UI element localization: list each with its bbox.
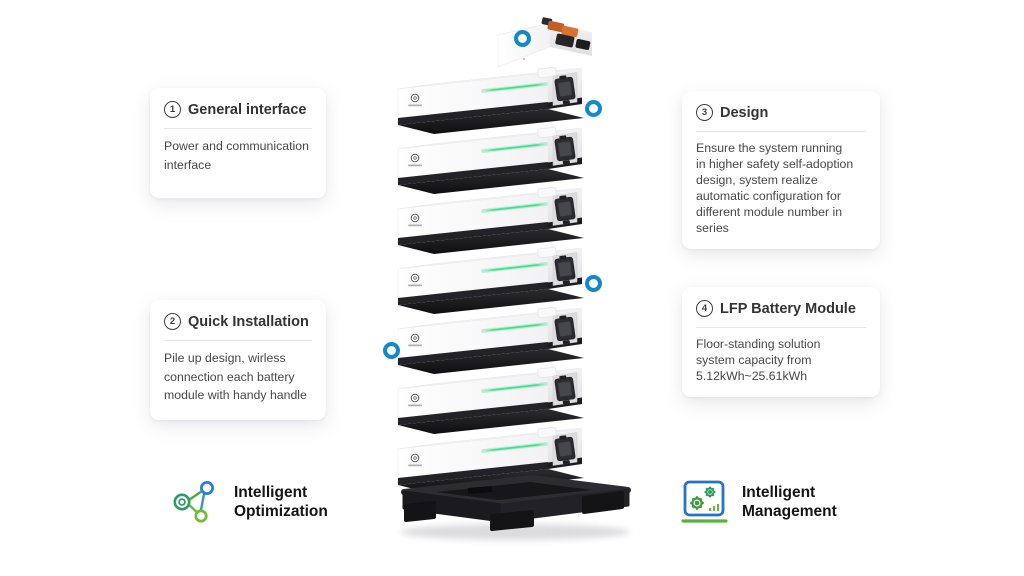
number-badge: 4 (696, 300, 713, 317)
network-nodes-icon (173, 481, 214, 523)
battery-module (396, 65, 586, 136)
top-controller-unit (497, 17, 593, 68)
card-title: 1 General interface (164, 101, 312, 118)
card-title: 4 LFP Battery Module (696, 300, 866, 317)
number-badge: 3 (696, 104, 713, 121)
battery-stack-illustration (380, 8, 640, 554)
feature-label: Intelligent Optimization (234, 484, 328, 520)
divider (696, 131, 866, 132)
card-title-text: LFP Battery Module (720, 300, 856, 317)
card-title-text: Quick Installation (188, 313, 309, 330)
battery-module (396, 185, 586, 256)
card-lfp-battery-module: 4 LFP Battery Module Floor-standing solu… (682, 287, 880, 397)
pallet-base (401, 475, 631, 531)
feature-intelligent-management: Intelligent Management (680, 478, 837, 526)
number-badge: 2 (164, 313, 181, 330)
power-terminals (541, 17, 591, 50)
card-design: 3 Design Ensure the system running in hi… (682, 91, 880, 249)
card-quick-installation: 2 Quick Installation Pile up design, wir… (150, 300, 326, 420)
card-title: 3 Design (696, 104, 866, 121)
bar-chart-glyph (709, 504, 719, 511)
hotspot-marker[interactable] (584, 274, 602, 292)
card-general-interface: 1 General interface Power and communicat… (150, 88, 326, 198)
hotspot-marker[interactable] (382, 341, 400, 359)
battery-module (396, 125, 586, 196)
number-badge: 1 (164, 101, 181, 118)
hotspot-marker[interactable] (513, 29, 531, 47)
battery-module (396, 305, 586, 376)
battery-module (396, 365, 586, 436)
card-body-text: Pile up design, wirless connection each … (164, 351, 307, 402)
gear-small (704, 486, 716, 498)
card-body-text: Ensure the system running in higher safe… (696, 141, 854, 235)
gear-large (690, 496, 704, 510)
divider (164, 128, 312, 129)
ground-shadow (400, 524, 630, 540)
battery-stack-modules (396, 65, 586, 496)
card-title-text: Design (720, 104, 769, 121)
monitor-gears-icon (681, 480, 728, 523)
card-title: 2 Quick Installation (164, 313, 312, 330)
battery-module (396, 245, 586, 316)
hotspot-marker[interactable] (584, 99, 602, 117)
divider (696, 327, 866, 328)
card-body-text: Power and communication interface (164, 139, 309, 172)
card-body-text: Floor-standing solution system capacity … (696, 337, 821, 383)
feature-intelligent-optimization: Intelligent Optimization (170, 478, 328, 526)
feature-label: Intelligent Management (742, 484, 837, 520)
card-title-text: General interface (188, 101, 307, 118)
divider (164, 340, 312, 341)
